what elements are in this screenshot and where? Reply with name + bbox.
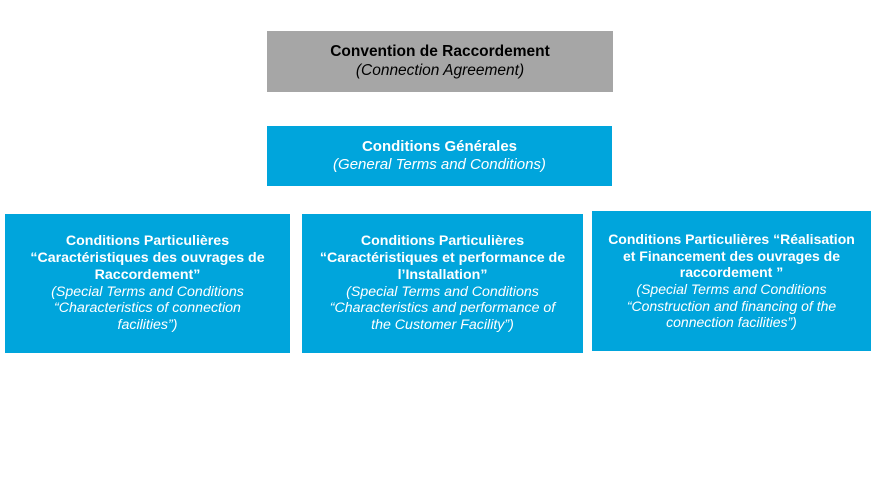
node-convention-de-raccordement: Convention de Raccordement (Connection A…: [267, 31, 613, 92]
node-subtitle-line-1: (Special Terms and Conditions: [346, 283, 539, 300]
node-subtitle-line-3: facilities”): [117, 317, 178, 333]
node-subtitle: (General Terms and Conditions): [333, 156, 546, 173]
node-title: Conditions Générales: [361, 138, 518, 156]
node-conditions-particulieres-caracteristiques-ouvrages: Conditions Particulières “Caractéristiqu…: [5, 214, 290, 353]
node-title: Convention de Raccordement: [330, 43, 550, 61]
node-title-line-1: Conditions Particulières “Réalisation: [608, 231, 855, 248]
node-title-line-3: raccordement ”: [679, 264, 784, 281]
node-title-line-3: l’Installation”: [397, 266, 488, 283]
node-conditions-generales: Conditions Générales (General Terms and …: [267, 126, 612, 186]
node-title-line-2: et Financement des ouvrages de: [622, 247, 841, 264]
node-title-line-1: Conditions Particulières: [65, 233, 230, 250]
node-title-line-1: Conditions Particulières: [360, 233, 525, 250]
node-subtitle-line-3: connection facilities”): [666, 314, 797, 331]
node-title-line-2: “Caractéristiques et performance de: [319, 250, 566, 266]
node-subtitle-line-2: “Construction and financing of the: [626, 297, 837, 314]
node-subtitle-line-1: (Special Terms and Conditions: [51, 283, 244, 300]
node-subtitle-line-1: (Special Terms and Conditions: [636, 281, 827, 297]
node-conditions-particulieres-realisation-financement: Conditions Particulières “Réalisation et…: [592, 211, 871, 351]
node-subtitle-line-2: “Characteristics of connection: [54, 300, 241, 317]
node-subtitle-line-3: the Customer Facility”): [371, 317, 514, 333]
node-subtitle: (Connection Agreement): [355, 61, 525, 79]
node-title-line-3: Raccordement”: [94, 266, 201, 283]
node-conditions-particulieres-caracteristiques-installation: Conditions Particulières “Caractéristiqu…: [302, 214, 583, 353]
node-title-line-2: “Caractéristiques des ouvrages de: [30, 250, 265, 266]
node-subtitle-line-2: “Characteristics and performance of: [329, 300, 556, 317]
